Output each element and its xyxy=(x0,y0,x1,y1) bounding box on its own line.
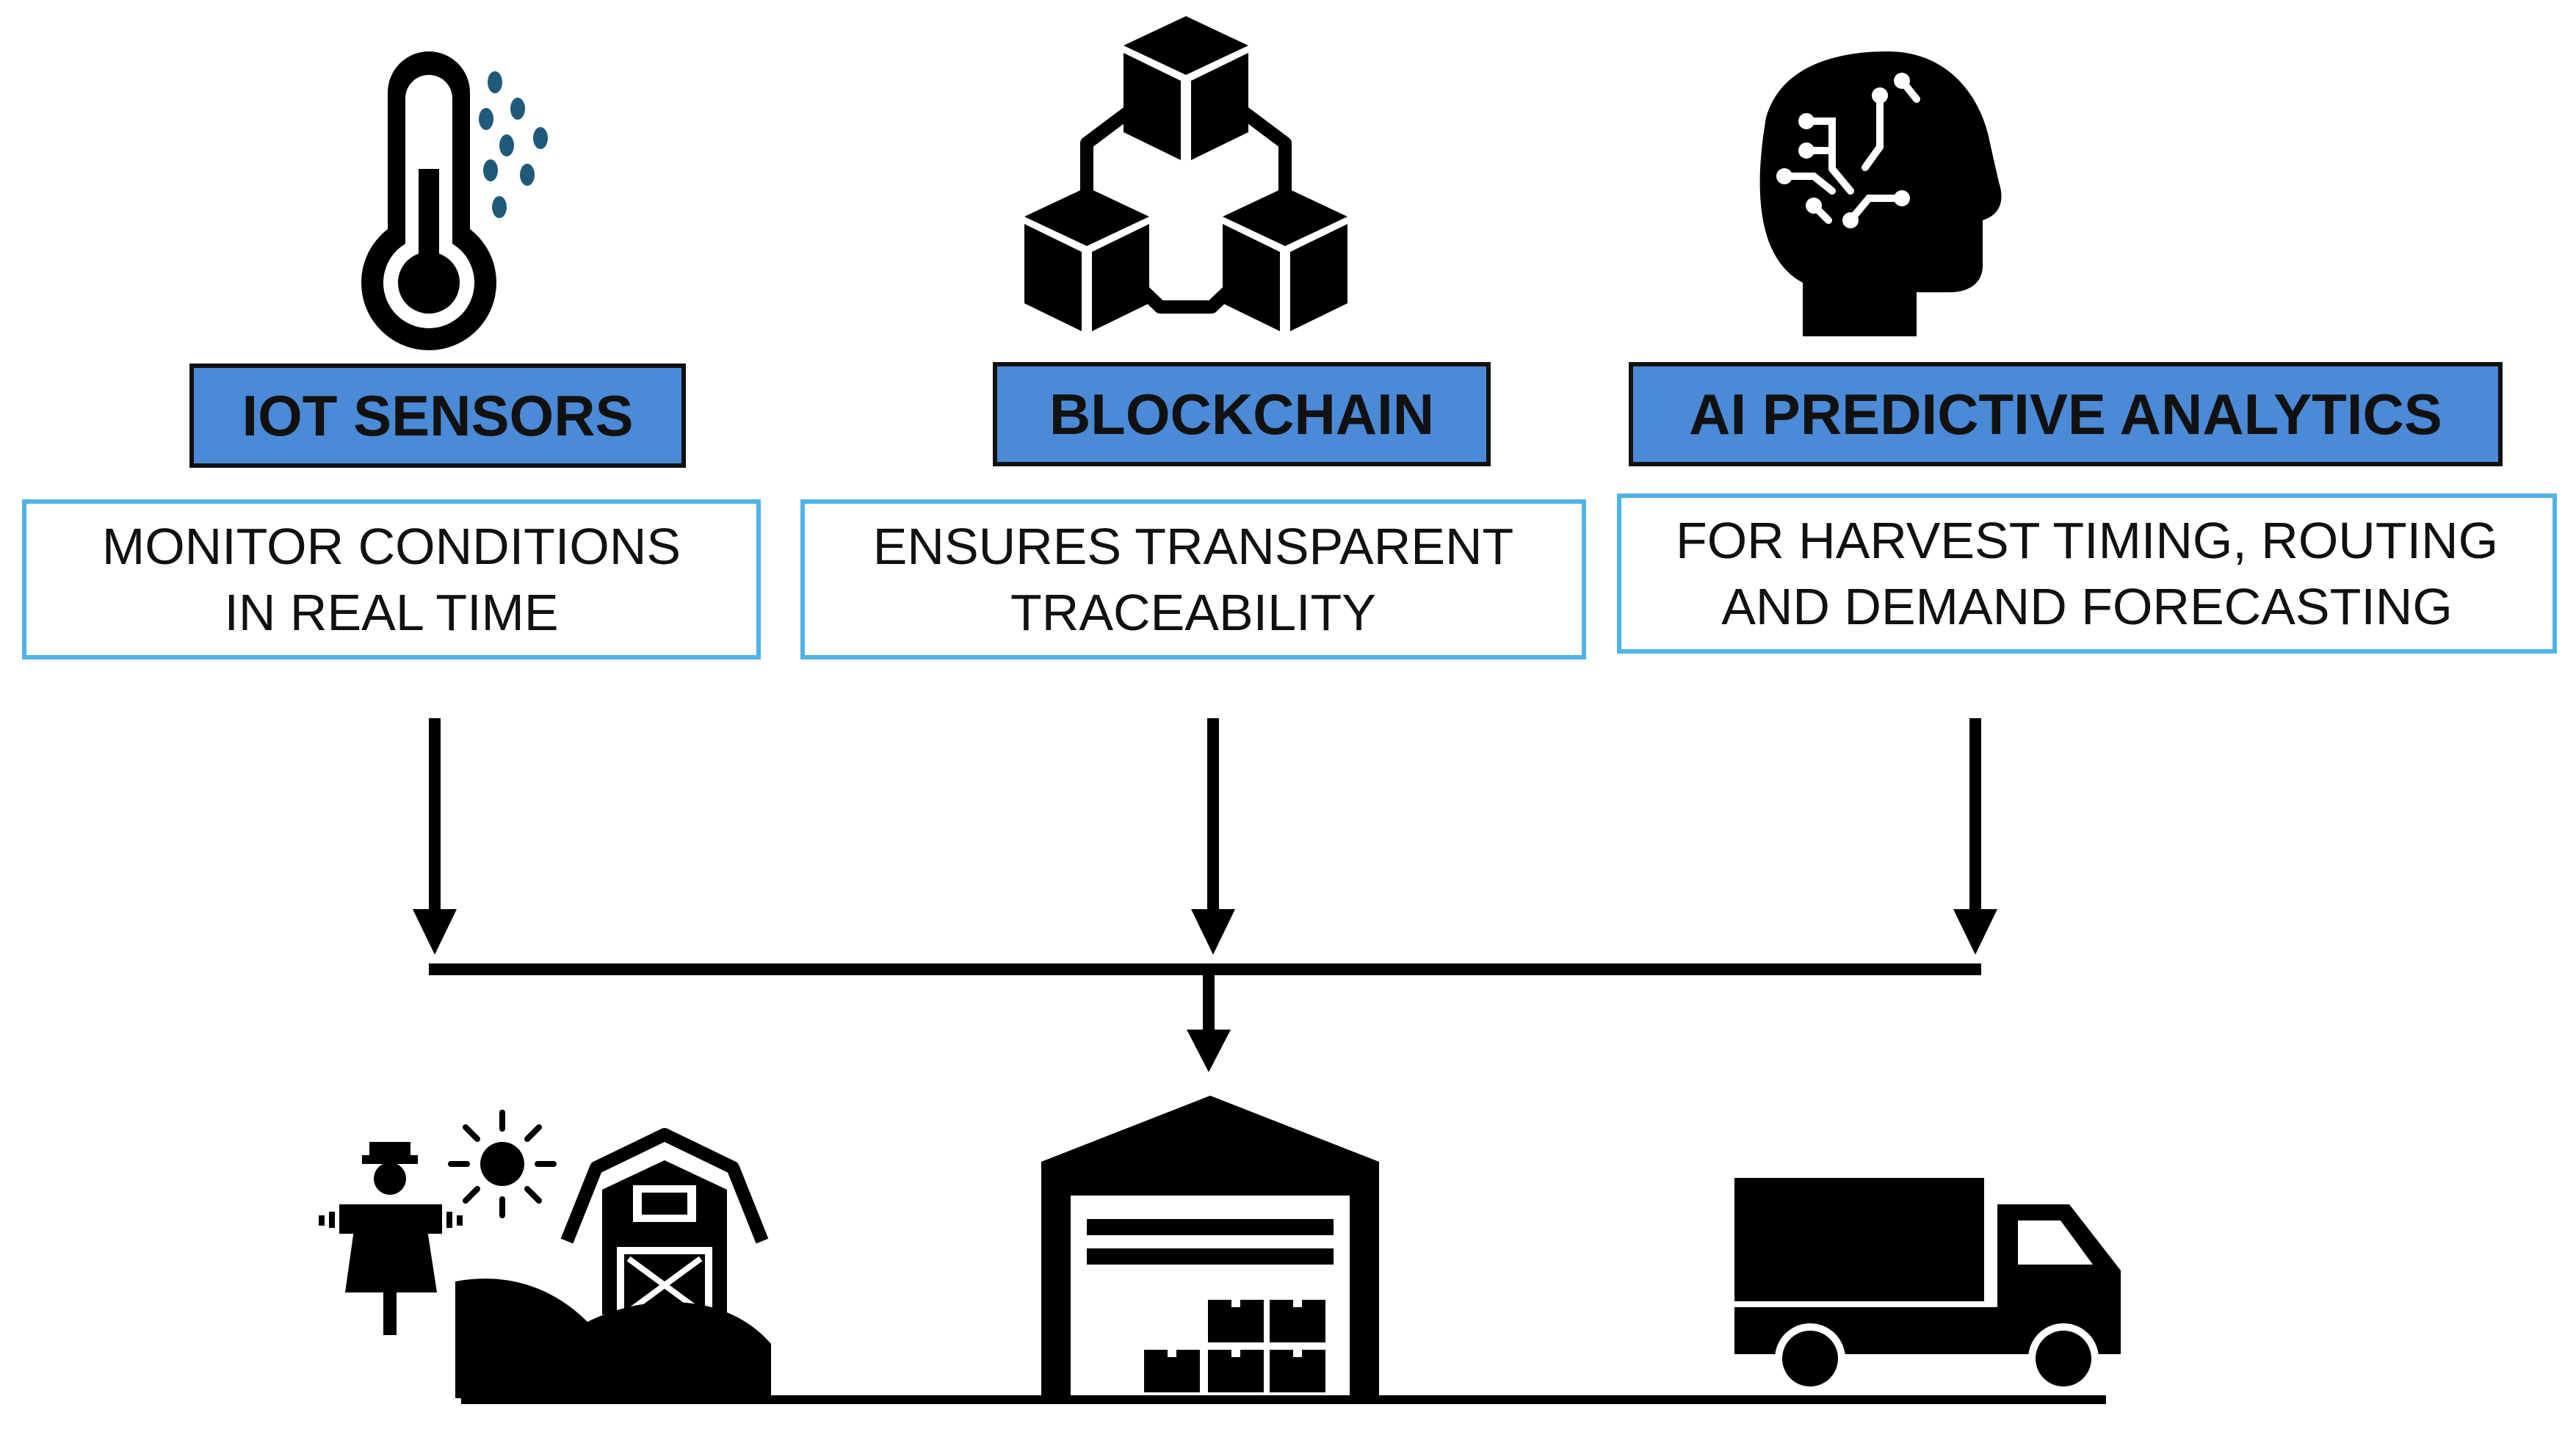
desc-ai-line2: AND DEMAND FORECASTING xyxy=(1721,578,2453,635)
desc-blockchain-line2: TRACEABILITY xyxy=(1010,584,1376,641)
hills xyxy=(455,1279,771,1398)
arrow-down-main xyxy=(1187,974,1231,1072)
water-drops-icon xyxy=(479,71,548,218)
title-ai-predictive-analytics: AI PREDICTIVE ANALYTICS xyxy=(1629,362,2503,466)
scarecrow-icon xyxy=(319,1142,463,1335)
arrow-iot xyxy=(413,718,457,955)
block-top xyxy=(1124,16,1248,160)
desc-iot-line1: MONITOR CONDITIONS xyxy=(101,518,681,575)
block-right xyxy=(1223,187,1347,331)
truck-icon xyxy=(1734,1178,2121,1394)
flow-arrows xyxy=(413,718,1997,1072)
title-iot-sensors: IOT SENSORS xyxy=(189,364,686,468)
connector-bar xyxy=(429,963,1981,975)
title-blockchain: BLOCKCHAIN xyxy=(993,362,1491,466)
ai-head-icon xyxy=(1759,51,2002,336)
desc-blockchain: ENSURES TRANSPARENT TRACEABILITY xyxy=(800,499,1586,659)
farm-icon xyxy=(319,1110,771,1398)
warehouse-icon xyxy=(1041,1096,1379,1398)
desc-blockchain-line1: ENSURES TRANSPARENT xyxy=(872,518,1514,575)
block-left xyxy=(1024,187,1149,331)
barn-icon xyxy=(560,1128,769,1315)
blockchain-icon xyxy=(1024,16,1347,331)
desc-ai-line1: FOR HARVEST TIMING, ROUTING xyxy=(1675,512,2499,569)
sun-icon xyxy=(448,1110,557,1218)
thermometer-icon xyxy=(361,51,548,350)
arrow-ai xyxy=(1953,718,1997,955)
boxes-icon xyxy=(1144,1300,1325,1392)
desc-iot-sensors: MONITOR CONDITIONS IN REAL TIME xyxy=(22,499,761,659)
ground-line xyxy=(461,1395,2106,1404)
desc-ai-analytics: FOR HARVEST TIMING, ROUTING AND DEMAND F… xyxy=(1617,493,2557,654)
desc-iot-line2: IN REAL TIME xyxy=(224,584,559,641)
arrow-blockchain xyxy=(1191,718,1235,955)
